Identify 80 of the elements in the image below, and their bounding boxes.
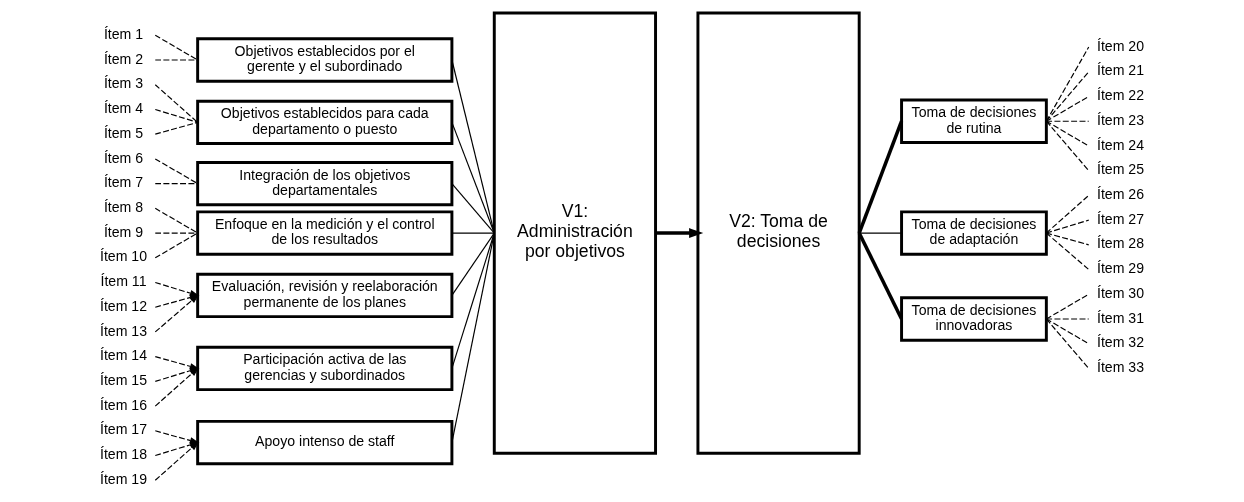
node-text: Ítem 11 <box>100 273 147 290</box>
connector <box>451 232 495 234</box>
connector <box>857 120 904 234</box>
node-box: V2: Toma de decisiones <box>696 11 861 455</box>
node-text: Ítem 2 <box>103 50 144 67</box>
connector <box>154 207 199 234</box>
connector <box>1045 232 1090 246</box>
arrow <box>655 228 704 238</box>
node-text: Ítem 20 <box>1096 37 1145 54</box>
node-text: Ítem 23 <box>1096 111 1145 128</box>
node-box: Participación activa de las gerencias y subordinados <box>196 345 454 392</box>
connector <box>1045 232 1090 271</box>
node-box: Evaluación, revisión y reelaboración permanente de los planes <box>196 272 454 319</box>
connector <box>451 183 495 234</box>
node-text: Ítem 26 <box>1096 186 1145 203</box>
connector <box>1045 120 1090 147</box>
node-box: Objetivos establecidos por el gerente y el subordinado <box>196 37 454 83</box>
node-text: Ítem 18 <box>99 446 148 463</box>
connector <box>1045 293 1090 320</box>
node-text: Ítem 14 <box>99 347 148 364</box>
connector <box>1045 46 1090 122</box>
node-text: Ítem 3 <box>103 75 144 92</box>
node-text: Ítem 12 <box>99 297 148 314</box>
node-box: Toma de decisiones de adaptación <box>900 210 1048 256</box>
node-text: Ítem 6 <box>103 149 144 166</box>
connector <box>154 108 199 123</box>
connector <box>1045 95 1090 122</box>
node-box: Objetivos establecidos para cada departamento o puesto <box>196 99 454 146</box>
connector <box>858 232 903 234</box>
connector <box>451 232 495 444</box>
connector <box>857 232 904 320</box>
connector <box>1045 318 1090 320</box>
node-text: Ítem 33 <box>1096 359 1145 376</box>
node-text: Ítem 28 <box>1096 235 1145 252</box>
connector <box>154 232 199 234</box>
node-text: Ítem 24 <box>1096 136 1145 153</box>
node-text: Ítem 19 <box>99 470 148 487</box>
node-text: Ítem 17 <box>99 421 148 438</box>
connector <box>1045 120 1090 172</box>
connector <box>1045 219 1090 234</box>
node-box: V1: Administración por objetivos <box>492 11 657 455</box>
connector <box>154 121 199 135</box>
node-text: Ítem 16 <box>99 396 148 413</box>
node-text: Ítem 27 <box>1096 210 1145 227</box>
node-box: Enfoque en la medición y el control de los resultados <box>196 210 454 256</box>
node-text: Ítem 32 <box>1096 334 1145 351</box>
connector <box>451 121 495 234</box>
node-text: Ítem 4 <box>103 100 144 117</box>
connector <box>451 59 495 234</box>
connector <box>1045 318 1090 345</box>
node-text: Ítem 25 <box>1096 161 1145 178</box>
connector <box>154 158 199 185</box>
node-box: Toma de decisiones de rutina <box>900 98 1048 144</box>
connector <box>154 34 199 61</box>
node-text: Ítem 10 <box>99 248 148 265</box>
node-text: Ítem 13 <box>99 322 148 339</box>
connector <box>1045 318 1090 369</box>
node-text: Ítem 22 <box>1096 87 1145 104</box>
node-text: Ítem 31 <box>1096 309 1145 326</box>
node-text: Ítem 1 <box>103 25 144 42</box>
connector <box>1045 71 1090 122</box>
connector <box>154 232 199 259</box>
node-text: Ítem 21 <box>1096 62 1145 79</box>
connector <box>451 232 495 297</box>
node-text: Ítem 8 <box>103 198 144 215</box>
node-text: Ítem 15 <box>99 372 148 389</box>
connector <box>154 84 199 123</box>
connector <box>451 232 495 369</box>
connector <box>154 183 199 185</box>
node-text: Ítem 7 <box>103 174 144 191</box>
node-box: Integración de los objetivos departamentales <box>196 160 454 207</box>
node-text: Ítem 29 <box>1096 260 1145 277</box>
node-text: Ítem 9 <box>103 223 144 240</box>
connector <box>1045 120 1090 122</box>
connector <box>154 59 199 61</box>
node-box: Apoyo intenso de staff <box>196 419 454 466</box>
node-box: Toma de decisiones innovadoras <box>900 296 1048 342</box>
node-text: Ítem 5 <box>103 124 144 141</box>
connector <box>1045 194 1090 234</box>
node-text: Ítem 30 <box>1096 284 1145 301</box>
